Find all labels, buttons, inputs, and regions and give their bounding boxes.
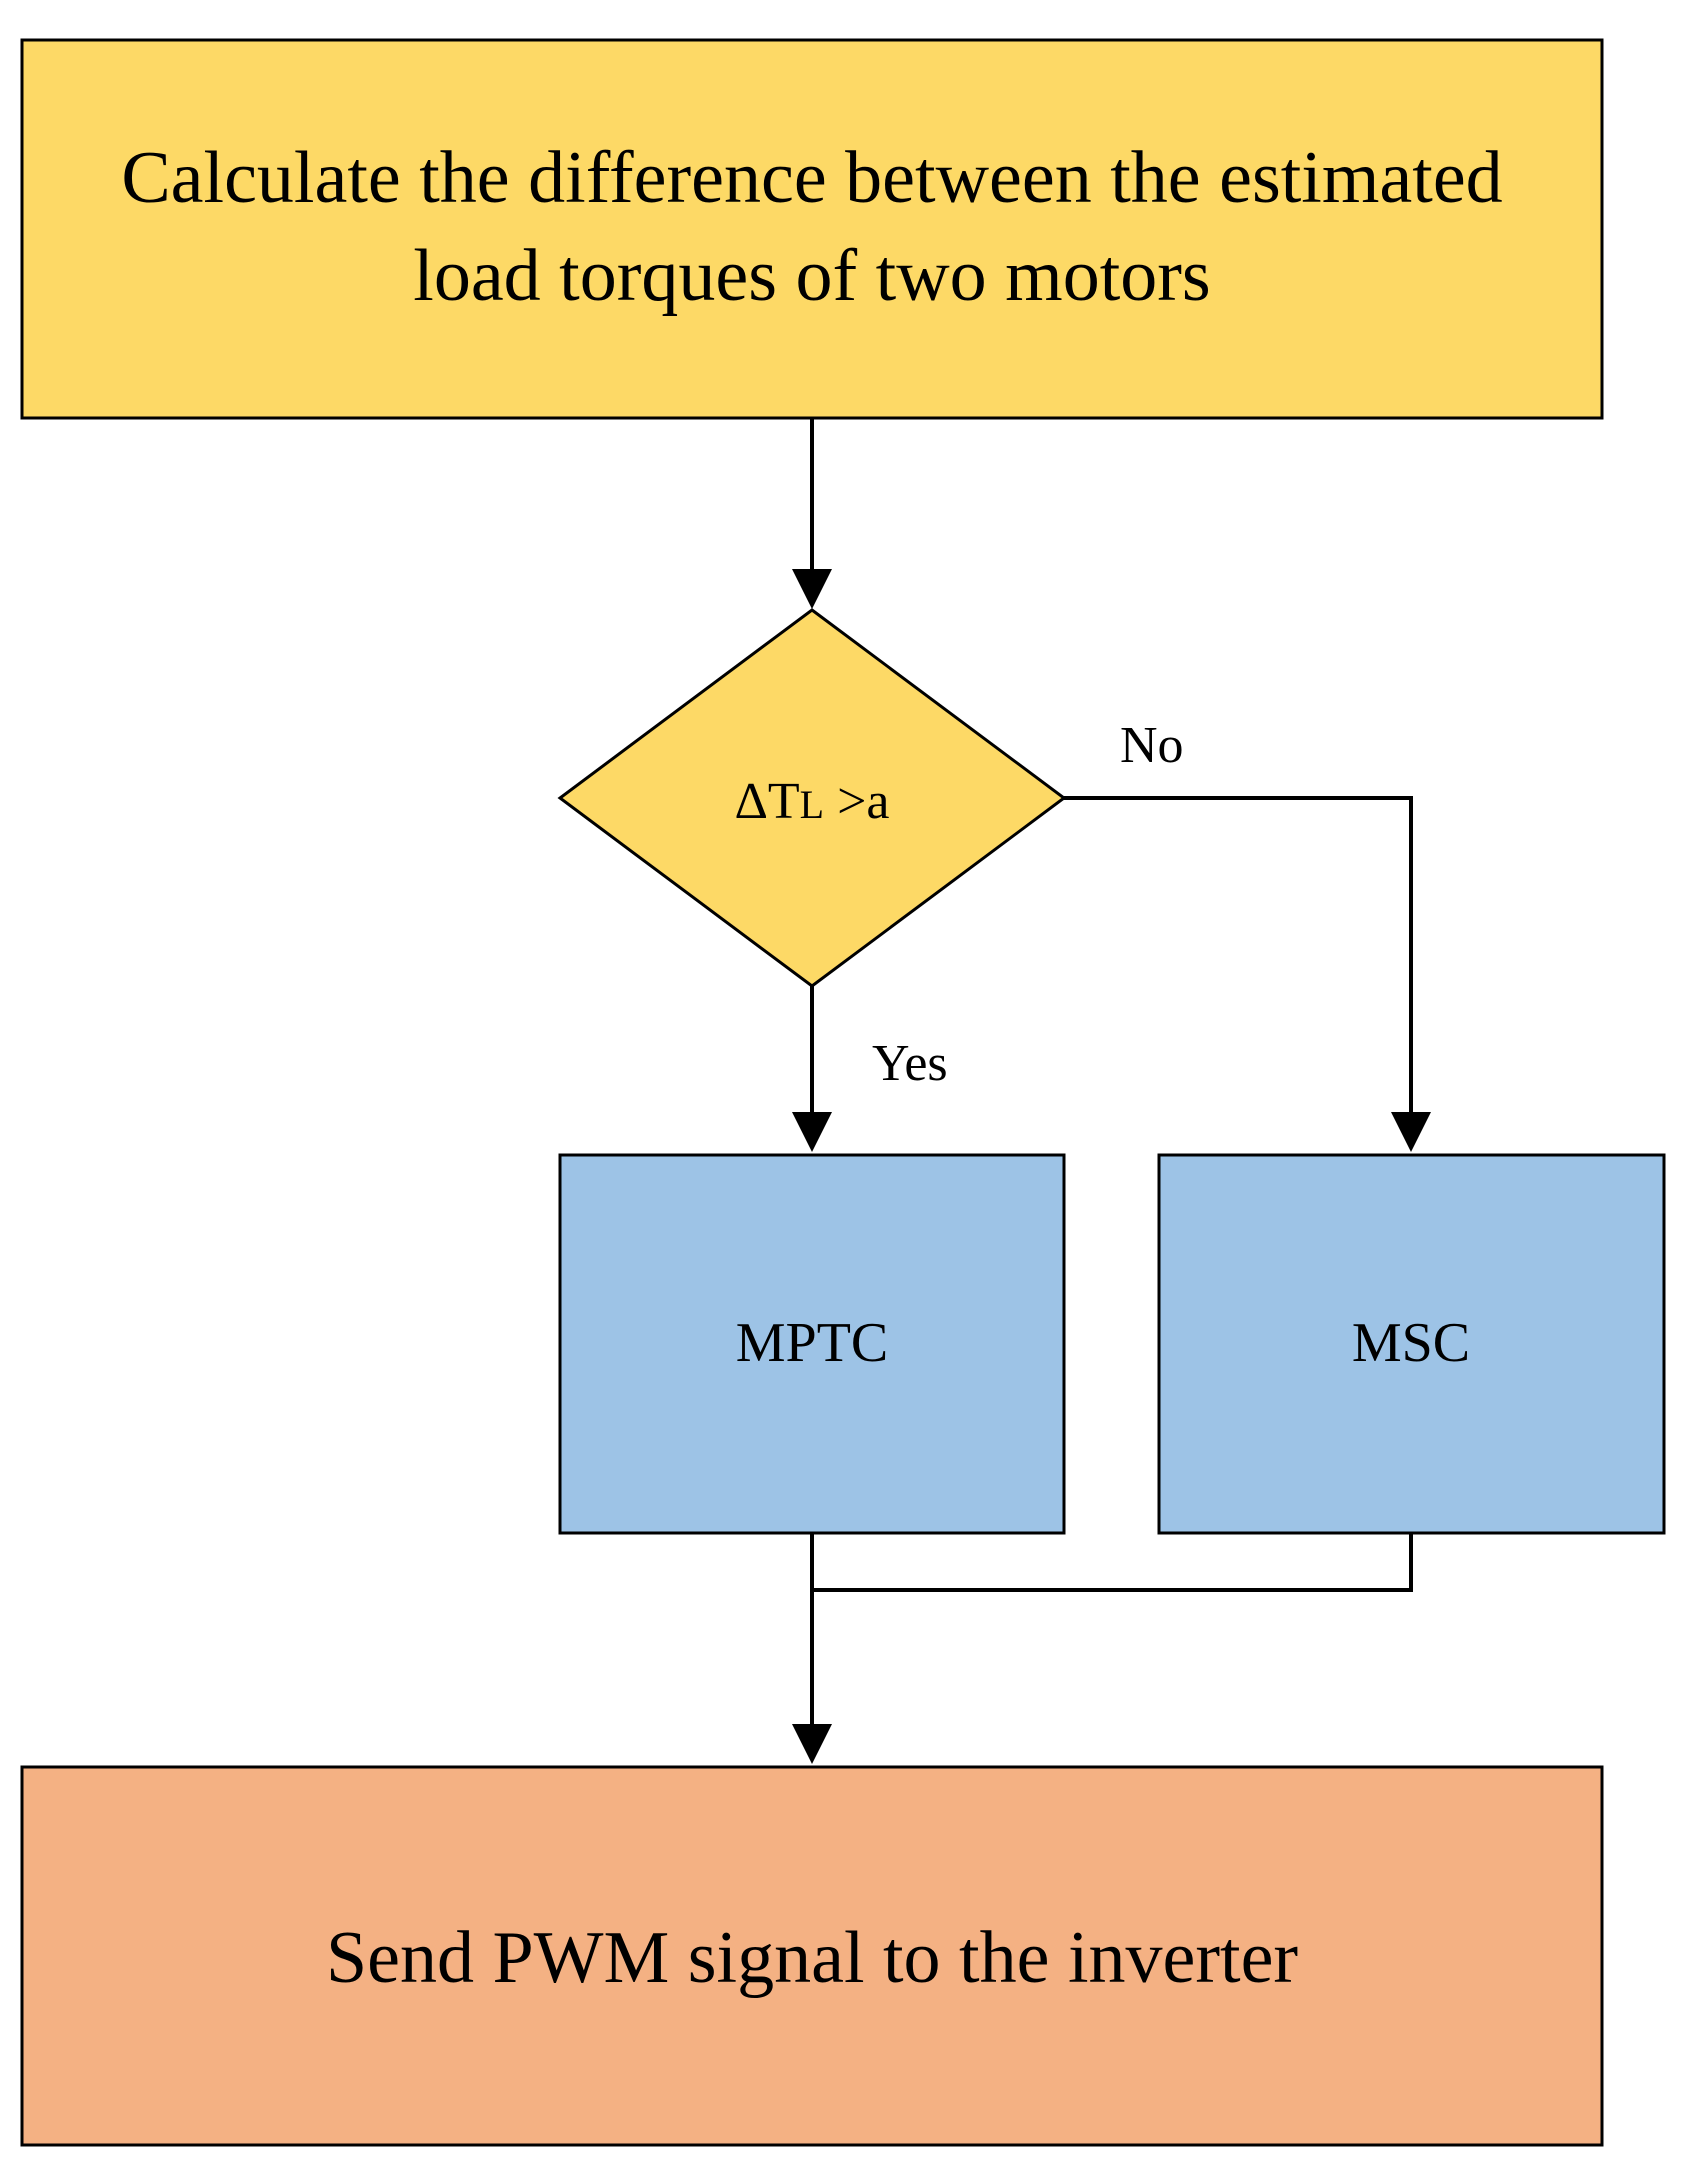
decision-comparison: >a [824,773,889,830]
mptc-rect [558,1153,1066,1535]
mptc-label: MPTC [736,1312,889,1374]
connector-msc-merge [812,1533,1413,1592]
send-pwm-label: Send PWM signal to the inverter [326,1917,1298,1999]
arrow-decision-to-msc [1064,796,1431,1152]
calculate-difference-box: Calculate the difference between the est… [20,38,1604,420]
yes-label: Yes [872,1035,948,1092]
send-pwm-rect [20,1765,1604,2147]
decision-subscript: L [800,782,824,827]
decision-diamond: ΔTL >a [557,608,1067,988]
decision-condition: ΔTL >a [734,773,889,830]
msc-box: MSC [1157,1153,1666,1535]
msc-rect [1157,1153,1666,1535]
calculate-difference-line1: Calculate the difference between the est… [121,137,1502,219]
no-label: No [1120,717,1184,774]
mptc-box: MPTC [558,1153,1066,1535]
calculate-difference-line2: load torques of two motors [413,235,1210,317]
decision-delta-t: ΔT [734,773,799,830]
send-pwm-box: Send PWM signal to the inverter [20,1765,1604,2147]
calculate-difference-rect [20,38,1604,420]
msc-label: MSC [1352,1312,1470,1374]
